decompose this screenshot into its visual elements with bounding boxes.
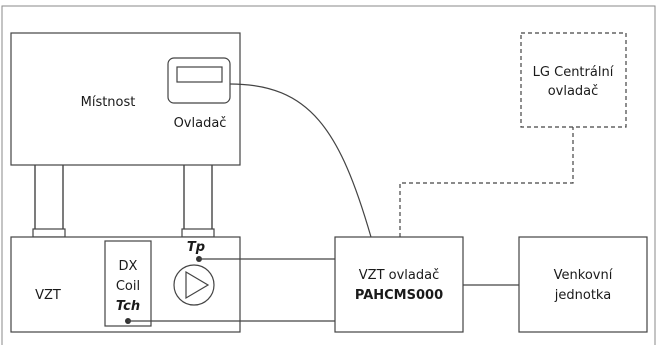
vzt-controller-box: [334, 236, 464, 333]
controller-cable: [229, 83, 372, 238]
controller-device: [167, 57, 231, 104]
vzt-controller-label-1: VZT ovladač: [359, 268, 439, 283]
lg-label-1: LG Centrální: [533, 65, 614, 80]
vzt-controller-label-2: PAHCMS000: [355, 288, 443, 303]
duct-left: [32, 165, 66, 238]
controller-label: Ovladač: [174, 116, 227, 131]
lg-controller-box: [520, 32, 627, 128]
outdoor-label-1: Venkovní: [554, 268, 613, 283]
coil-label: Coil: [116, 279, 140, 294]
fan-arrow-icon: [185, 270, 210, 300]
outdoor-label-2: jednotka: [554, 288, 611, 303]
room-label: Místnost: [81, 95, 136, 110]
tch-label: Tch: [116, 299, 140, 314]
duct-right: [181, 165, 215, 238]
outer-frame: [1, 5, 656, 345]
outdoor-unit-box: [518, 236, 648, 333]
vzt-label: VZT: [35, 288, 61, 303]
tp-label: Tp: [187, 240, 205, 255]
lg-dashed-link: [399, 127, 574, 237]
dx-label: DX: [119, 259, 138, 274]
lg-label-2: ovladač: [548, 84, 599, 99]
controller-screen: [176, 66, 223, 83]
dx-coil-box: [104, 240, 152, 327]
